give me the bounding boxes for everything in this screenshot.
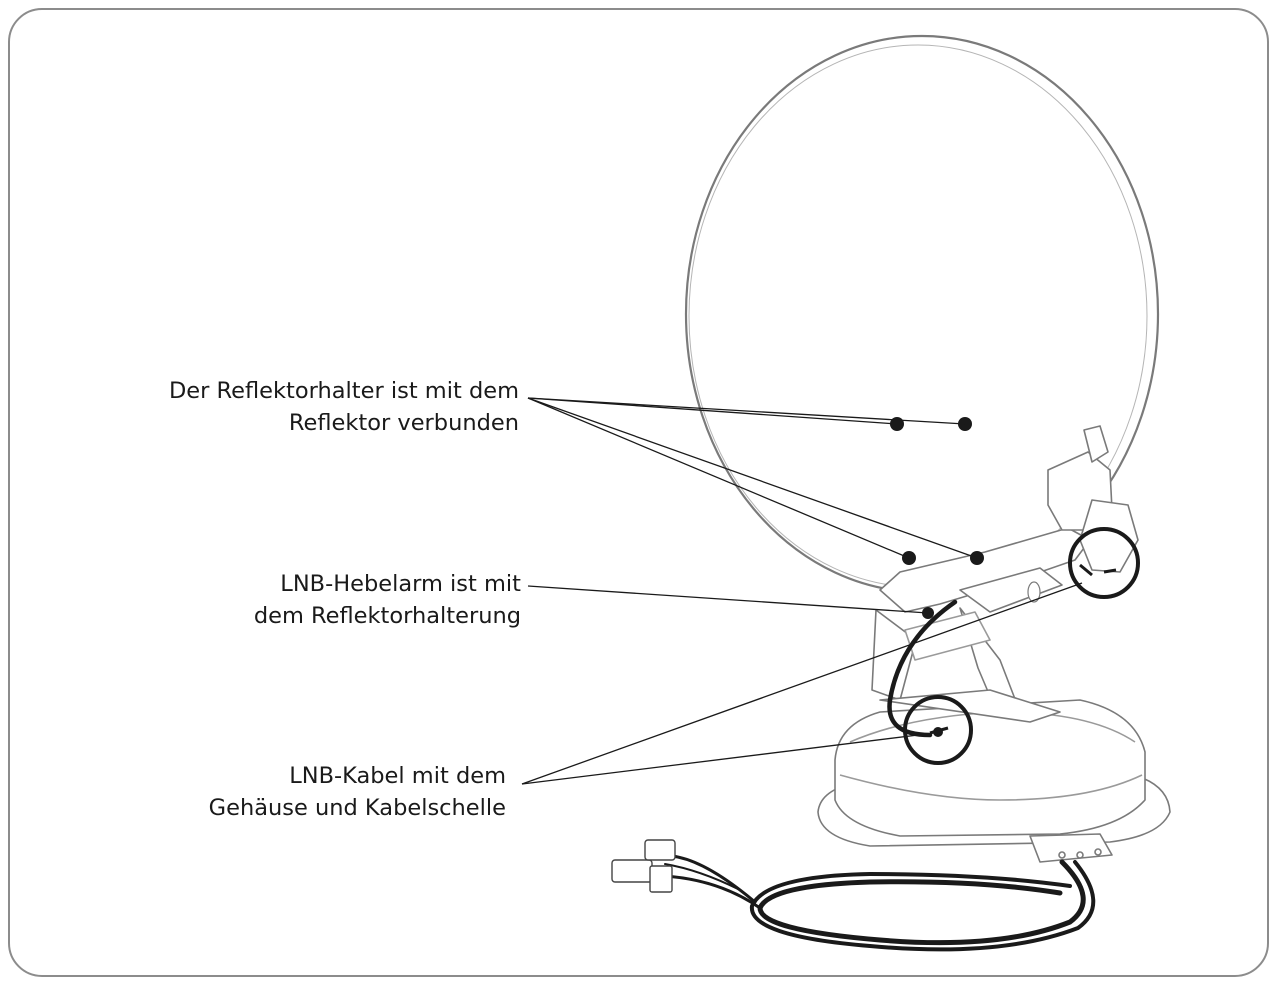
callout-reflector-holder-line1: Der Reflektorhalter ist mit dem — [168, 378, 519, 404]
callout-lnb-cable-line1: LNB-Kabel mit dem — [289, 763, 506, 789]
highlight-circles — [903, 527, 1140, 765]
base-housing — [817, 689, 1171, 863]
callout-lnb-cable: LNB-Kabel mit dem Gehäuse und Kabelschel… — [209, 760, 506, 824]
cable-connectors — [611, 839, 676, 893]
callout-lines — [521, 397, 1083, 785]
clamp-detail — [929, 563, 1117, 735]
lnb-feed-head — [1027, 425, 1139, 603]
callout-lnb-arm-line1: LNB-Hebelarm ist mit — [280, 571, 521, 597]
callout-lnb-arm-line2: dem Reflektorhalterung — [253, 603, 521, 629]
cable-bundle — [663, 854, 1096, 952]
callout-lnb-cable-line2: Gehäuse und Kabelschelle — [208, 795, 506, 821]
callout-reflector-holder-line2: Reflektor verbunden — [288, 410, 519, 436]
callout-lnb-arm: LNB-Hebelarm ist mit dem Reflektorhalter… — [254, 568, 521, 632]
callout-reflector-holder: Der Reflektorhalter ist mit dem Reflekto… — [169, 375, 519, 439]
